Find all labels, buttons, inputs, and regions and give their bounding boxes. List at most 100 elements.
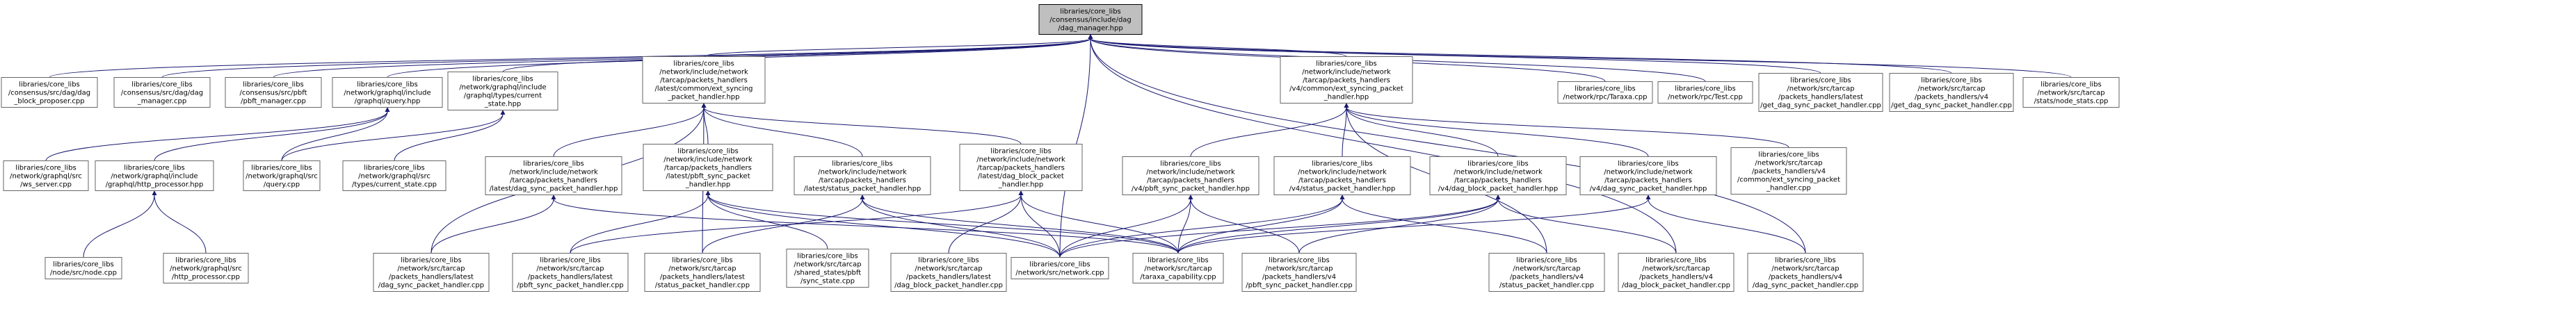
node-label-line: _state.hpp — [484, 101, 522, 108]
node-box — [1579, 156, 1717, 195]
node-label-line: /latest/common/ext_syncing — [654, 85, 752, 93]
file-node[interactable]: libraries/core_libs/network/graphql/src/… — [342, 160, 446, 191]
node-label-line: /packets_handlers/v4 — [1262, 274, 1336, 281]
dependency-edge — [49, 34, 1093, 78]
node-label-line: /network/graphql/include — [459, 84, 546, 92]
file-node[interactable]: libraries/core_libs/network/src/tarcap/p… — [1889, 73, 2014, 112]
node-label-line: libraries/core_libs — [1029, 261, 1090, 269]
file-node[interactable]: libraries/core_libs/network/src/tarcap/p… — [1241, 253, 1357, 292]
file-node[interactable]: libraries/core_libs/network/include/netw… — [959, 144, 1083, 191]
file-node[interactable]: libraries/core_libs/network/src/tarcap/t… — [1132, 253, 1224, 283]
dependency-edge — [1190, 103, 1349, 157]
node-box — [1488, 253, 1605, 292]
node-box — [786, 249, 869, 288]
node-box — [225, 77, 322, 108]
node-label-line: libraries/core_libs — [918, 257, 979, 265]
file-node[interactable]: libraries/core_libs/network/include/netw… — [1122, 156, 1259, 195]
node-box — [1280, 56, 1413, 104]
root-file-node[interactable]: libraries/core_libs/consensus/include/da… — [1038, 4, 1143, 35]
node-label-line: /get_dag_sync_packet_handler.cpp — [1891, 102, 2012, 110]
node-label-line: /network/src/tarcap — [1642, 265, 1709, 273]
file-node[interactable]: libraries/core_libs/network/graphql/src/… — [243, 160, 321, 191]
file-node[interactable]: libraries/core_libs/network/src/tarcap/p… — [512, 253, 629, 292]
node-label-line: /packets_handlers/latest — [906, 274, 991, 281]
node-label-line: libraries/core_libs — [175, 257, 236, 265]
file-node[interactable]: libraries/core_libs/network/rpc/Taraxa.c… — [1557, 81, 1653, 104]
file-node[interactable]: libraries/core_libs/network/graphql/incl… — [95, 160, 214, 191]
node-box — [1273, 156, 1411, 195]
file-node[interactable]: libraries/core_libs/network/include/netw… — [642, 56, 766, 104]
dependency-edge — [281, 107, 390, 161]
node-label-line: /network/include/network — [509, 169, 598, 176]
node-label-line: libraries/core_libs — [1758, 151, 1819, 159]
node-label-line: /latest/status_packet_handler.hpp — [804, 185, 921, 193]
node-label-line: /graphql/types/current — [464, 92, 542, 100]
file-node[interactable]: libraries/core_libs/network/src/tarcap/p… — [890, 253, 1007, 292]
file-node[interactable]: libraries/core_libs/network/rpc/Test.cpp — [1657, 81, 1753, 104]
node-label-line: libraries/core_libs — [1618, 160, 1679, 168]
node-box — [485, 156, 622, 195]
node-label-line: /packets_handlers/v4 — [1639, 274, 1713, 281]
dependency-edge — [1059, 195, 1193, 258]
dependency-edge — [1344, 103, 1649, 157]
node-label-line: /dag_block_packet_handler.cpp — [1622, 282, 1730, 290]
file-node[interactable]: libraries/core_libs/consensus/src/dag/da… — [1, 77, 98, 108]
node-label-line: /network/src/network.cpp — [1015, 270, 1104, 277]
dependency-edge — [1342, 103, 1349, 157]
node-box — [643, 144, 773, 191]
file-node[interactable]: libraries/core_libs/network/include/netw… — [1273, 156, 1411, 195]
dependency-edge — [1177, 195, 1345, 254]
node-label-line: libraries/core_libs — [990, 148, 1052, 156]
file-node[interactable]: libraries/core_libs/network/graphql/incl… — [447, 72, 558, 110]
file-node[interactable]: libraries/core_libs/network/include/netw… — [643, 144, 773, 191]
file-node[interactable]: libraries/core_libs/network/src/tarcap/s… — [786, 249, 869, 288]
dependency-edge — [1495, 195, 1677, 254]
file-node[interactable]: libraries/core_libs/network/src/tarcap/p… — [373, 253, 490, 292]
node-label-line: /sync_state.cpp — [800, 278, 855, 286]
file-node[interactable]: libraries/core_libs/network/graphql/src/… — [163, 253, 249, 283]
dependency-edge — [1088, 34, 1821, 74]
file-node[interactable]: libraries/core_libs/network/graphql/incl… — [332, 77, 443, 108]
dependency-edge — [705, 190, 1061, 258]
node-label-line: /network/include/network — [1298, 169, 1387, 176]
file-node[interactable]: libraries/core_libs/network/graphql/src/… — [3, 160, 89, 191]
node-label-line: /tarcap/packets_handlers — [510, 177, 597, 185]
node-label-line: libraries/core_libs — [1312, 160, 1373, 168]
file-node[interactable]: libraries/core_libs/network/include/netw… — [1280, 56, 1413, 104]
file-node[interactable]: libraries/core_libs/network/src/tarcap/p… — [1747, 253, 1864, 292]
dependency-edge — [1344, 103, 1789, 148]
file-node[interactable]: libraries/core_libs/network/include/netw… — [485, 156, 622, 195]
node-label-line: libraries/core_libs — [124, 165, 185, 172]
file-node[interactable]: libraries/core_libs/network/src/network.… — [1011, 257, 1109, 279]
file-node[interactable]: libraries/core_libs/network/include/netw… — [794, 156, 931, 195]
node-box — [373, 253, 490, 292]
node-label-line: /network/include/network — [1302, 69, 1391, 76]
dependency-edge — [281, 110, 506, 161]
dependency-edge — [45, 107, 390, 161]
node-label-line: /packets_handlers/v4 — [1510, 274, 1584, 281]
node-label-line: /network/src/tarcap — [1265, 265, 1333, 273]
node-label-line: _handler.cpp — [1766, 185, 1811, 192]
node-label-line: /packets_handlers/v4 — [1915, 94, 1988, 101]
file-node[interactable]: libraries/core_libs/network/src/tarcap/p… — [1488, 253, 1605, 292]
file-node[interactable]: libraries/core_libs/consensus/src/dag/da… — [113, 77, 211, 108]
node-label-line: /network/src/tarcap — [915, 265, 982, 273]
file-node[interactable]: libraries/core_libs/network/src/tarcap/p… — [1758, 73, 1883, 112]
file-node[interactable]: libraries/core_libs/network/src/tarcap/p… — [1618, 253, 1734, 292]
file-node[interactable]: libraries/core_libs/consensus/src/pbft/p… — [225, 77, 322, 108]
node-label-line: /shared_states/pbft — [794, 270, 861, 277]
dependency-edge — [553, 103, 707, 157]
file-node[interactable]: libraries/core_libs/network/include/netw… — [1579, 156, 1717, 195]
file-node[interactable]: libraries/core_libs/network/src/tarcap/p… — [644, 253, 761, 292]
dependency-edge — [570, 190, 1024, 254]
file-node[interactable]: libraries/core_libs/network/src/tarcap/p… — [1730, 147, 1847, 195]
file-node[interactable]: libraries/core_libs/node/src/node.cpp — [45, 257, 122, 279]
node-label-line: /tarcap/packets_handlers — [977, 165, 1065, 172]
dependency-edge — [1344, 103, 1499, 157]
file-node[interactable]: libraries/core_libs/network/include/netw… — [1429, 156, 1567, 195]
file-node[interactable]: libraries/core_libs/network/src/tarcap/s… — [2022, 77, 2120, 108]
node-label-line: /node/src/node.cpp — [50, 270, 117, 277]
dependency-edge — [1018, 190, 1179, 254]
dependency-edge — [394, 110, 506, 161]
